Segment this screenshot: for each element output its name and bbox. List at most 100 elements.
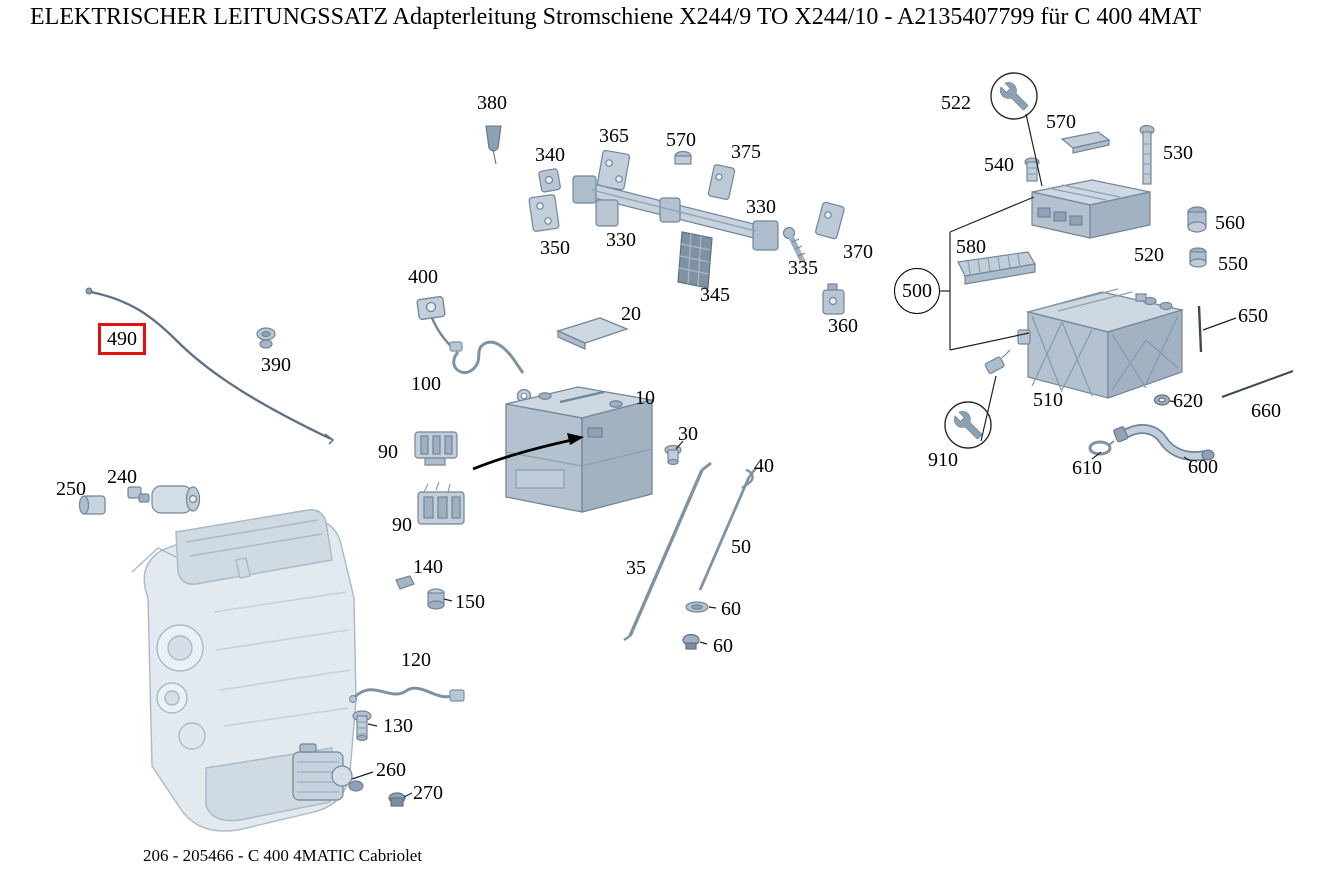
part-clip-140 — [395, 575, 415, 590]
part-cap-560 — [1187, 206, 1207, 233]
part-plug-910-target — [984, 349, 1011, 374]
callout-240[interactable]: 240 — [107, 466, 137, 488]
leader-lines — [351, 113, 1237, 798]
callout-375[interactable]: 375 — [731, 141, 761, 163]
callout-550[interactable]: 550 — [1218, 253, 1248, 275]
part-grommet-150 — [427, 588, 445, 610]
part-hook-40 — [741, 468, 754, 489]
callout-60[interactable]: 60 — [713, 635, 733, 657]
callout-610[interactable]: 610 — [1072, 457, 1102, 479]
callout-130[interactable]: 130 — [383, 715, 413, 737]
part-cap-270 — [388, 792, 406, 807]
part-vent-380 — [485, 125, 502, 165]
part-rod-660 — [1221, 370, 1294, 398]
callout-500[interactable]: 500 — [894, 268, 940, 314]
callout-365[interactable]: 365 — [599, 125, 629, 147]
part-battery-cover — [556, 317, 629, 351]
callout-330[interactable]: 330 — [746, 196, 776, 218]
part-inverter-510 — [1017, 288, 1185, 399]
callout-90[interactable]: 90 — [392, 514, 412, 536]
callout-150[interactable]: 150 — [455, 591, 485, 613]
part-cap-60-upper — [685, 601, 709, 613]
part-grid-connector-345 — [677, 231, 713, 289]
part-clamp-90-upper — [414, 431, 458, 466]
part-pipe-600 — [1113, 424, 1215, 462]
part-ecu-520 — [1031, 179, 1151, 239]
part-cap-550 — [1189, 247, 1207, 268]
callout-50[interactable]: 50 — [731, 536, 751, 558]
callout-330[interactable]: 330 — [606, 229, 636, 251]
wrench-icon — [944, 401, 992, 449]
callout-360[interactable]: 360 — [828, 315, 858, 337]
part-clamp-90-lower — [417, 481, 465, 525]
callout-120[interactable]: 120 — [401, 649, 431, 671]
part-connector-340 — [538, 168, 561, 193]
callout-380[interactable]: 380 — [477, 92, 507, 114]
callout-345[interactable]: 345 — [700, 284, 730, 306]
callout-660[interactable]: 660 — [1251, 400, 1281, 422]
callout-570[interactable]: 570 — [666, 129, 696, 151]
part-rod-35 — [623, 461, 712, 641]
callout-510[interactable]: 510 — [1033, 389, 1063, 411]
callout-560[interactable]: 560 — [1215, 212, 1245, 234]
part-bolt-530 — [1139, 124, 1155, 185]
part-grommet-390 — [256, 327, 276, 349]
part-bolt-130 — [352, 710, 372, 742]
callout-650[interactable]: 650 — [1238, 305, 1268, 327]
part-connector-350 — [528, 194, 560, 232]
part-battery — [505, 386, 653, 513]
callout-350[interactable]: 350 — [540, 237, 570, 259]
callout-20[interactable]: 20 — [621, 303, 641, 325]
part-cap-570-mid — [674, 150, 692, 165]
part-pin-650 — [1197, 305, 1203, 353]
callout-530[interactable]: 530 — [1163, 142, 1193, 164]
callout-390[interactable]: 390 — [261, 354, 291, 376]
callout-490[interactable]: 490 — [98, 323, 146, 355]
callout-250[interactable]: 250 — [56, 478, 86, 500]
part-bracket-580 — [957, 251, 1036, 285]
callout-10[interactable]: 10 — [635, 387, 655, 409]
callout-335[interactable]: 335 — [788, 257, 818, 279]
part-cover-570-right — [1060, 131, 1111, 154]
callout-340[interactable]: 340 — [535, 144, 565, 166]
callout-35[interactable]: 35 — [626, 557, 646, 579]
callout-100[interactable]: 100 — [411, 373, 441, 395]
part-240-250-group — [78, 485, 201, 515]
part-bracket-370 — [815, 201, 845, 240]
callout-260[interactable]: 260 — [376, 759, 406, 781]
callout-910[interactable]: 910 — [928, 449, 958, 471]
pointer-arrow — [472, 433, 584, 471]
callout-30[interactable]: 30 — [678, 423, 698, 445]
callout-620[interactable]: 620 — [1173, 390, 1203, 412]
wrench-icon — [990, 72, 1038, 120]
part-cable-120 — [348, 686, 465, 704]
part-busbar-330 — [572, 175, 779, 251]
callout-60[interactable]: 60 — [721, 598, 741, 620]
part-pump-260 — [292, 743, 364, 801]
part-rod-50 — [698, 467, 758, 591]
callout-40[interactable]: 40 — [754, 455, 774, 477]
callout-520[interactable]: 520 — [1134, 244, 1164, 266]
callout-370[interactable]: 370 — [843, 241, 873, 263]
part-cable-490 — [85, 287, 335, 445]
part-ring-610 — [1088, 440, 1115, 456]
callout-540[interactable]: 540 — [984, 154, 1014, 176]
callout-400[interactable]: 400 — [408, 266, 438, 288]
callout-570[interactable]: 570 — [1046, 111, 1076, 133]
part-screw-335 — [782, 226, 806, 264]
callout-600[interactable]: 600 — [1188, 456, 1218, 478]
part-connector-360 — [822, 283, 845, 315]
footer-caption: 206 - 205466 - C 400 4MATIC Cabriolet — [143, 846, 423, 865]
callout-522[interactable]: 522 — [941, 92, 971, 114]
callout-270[interactable]: 270 — [413, 782, 443, 804]
callout-580[interactable]: 580 — [956, 236, 986, 258]
callout-90[interactable]: 90 — [378, 441, 398, 463]
part-nut-620 — [1153, 394, 1171, 406]
part-cap-60-lower — [682, 633, 700, 650]
callout-140[interactable]: 140 — [413, 556, 443, 578]
part-bolt-540 — [1024, 157, 1040, 182]
part-bracket-375 — [707, 164, 736, 200]
